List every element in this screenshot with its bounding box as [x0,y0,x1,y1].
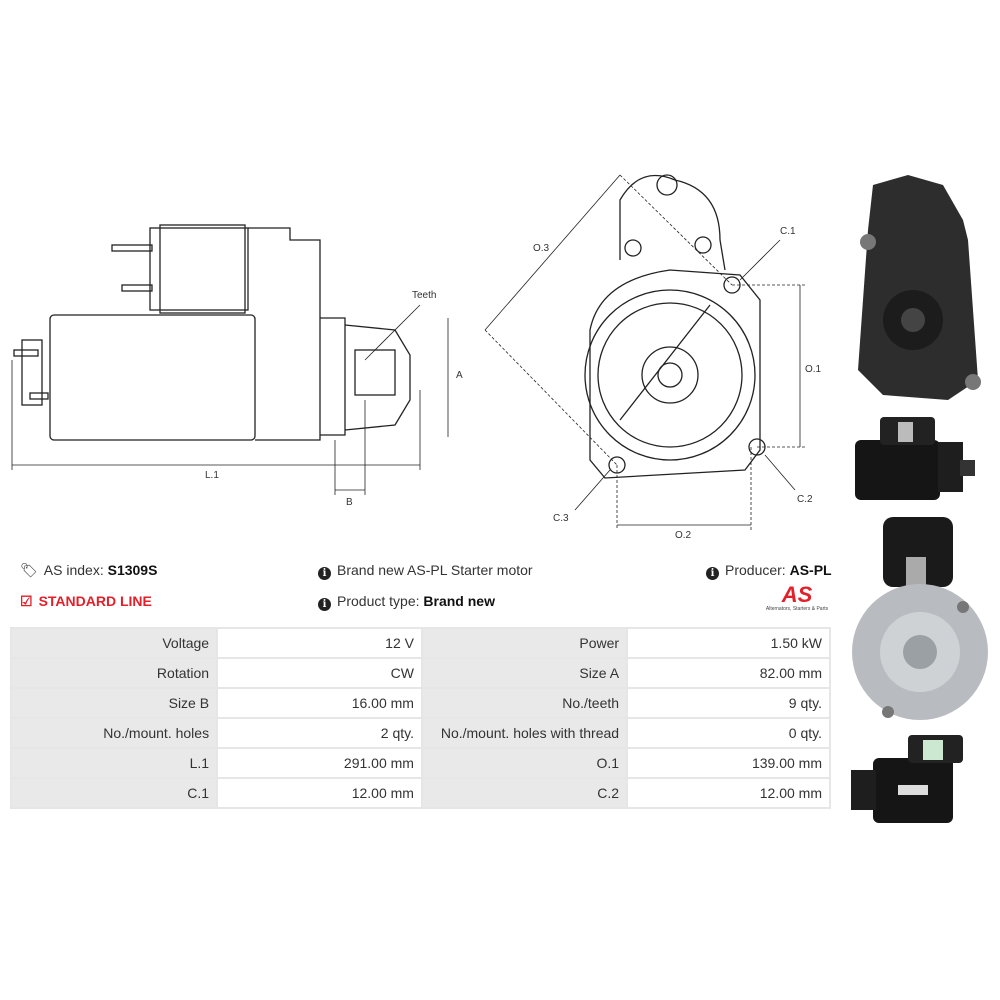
spec-label: No./mount. holes [9,717,219,749]
spec-value: 9 qty. [626,687,831,719]
as-index-value: S1309S [107,562,158,578]
info-icon: i [706,567,719,580]
spec-label: Rotation [9,657,219,689]
side-view-drawing [11,224,449,495]
product-photo-rear [852,517,988,720]
spec-label: No./teeth [420,687,629,719]
spec-value: 12.00 mm [216,777,423,809]
label-c1: C.1 [780,226,796,237]
spec-value: 12 V [216,627,423,659]
spec-value: 82.00 mm [626,657,831,689]
checkbox-icon: ☑ [20,593,33,609]
spec-value: 12.00 mm [626,777,831,809]
spec-label: O.1 [420,747,629,779]
front-view-drawing [484,174,805,530]
as-index: 🏷︎AS index: S1309S [20,562,158,578]
spec-value: 291.00 mm [216,747,423,779]
label-o2: O.2 [675,530,692,541]
info-icon: i [318,598,331,611]
product-photo-side [855,417,975,500]
spec-value: CW [216,657,423,689]
spec-value: 2 qty. [216,717,423,749]
label-o3: O.3 [533,243,550,254]
spec-label: L.1 [9,747,219,779]
label-b: B [346,497,353,508]
spec-label: Power [420,627,629,659]
spec-value: 139.00 mm [626,747,831,779]
info-icon: i [318,567,331,580]
spec-label: C.2 [420,777,629,809]
standard-line-badge: ☑STANDARD LINE [20,593,152,609]
label-c3: C.3 [553,513,569,524]
product-photo-side-label [851,735,963,823]
spec-value: 16.00 mm [216,687,423,719]
as-logo: AS Alternators, Starters & Parts [765,582,829,613]
spec-label: No./mount. holes with thread [420,717,629,749]
spec-label: C.1 [9,777,219,809]
label-l1: L.1 [205,470,219,481]
label-c2: C.2 [797,494,813,505]
tag-icon: 🏷︎ [20,562,38,578]
spec-label: Size B [9,687,219,719]
spec-label: Voltage [9,627,219,659]
spec-value: 1.50 kW [626,627,831,659]
spec-value: 0 qty. [626,717,831,749]
product-photo-front [858,175,981,400]
label-teeth: Teeth [412,290,437,301]
spec-label: Size A [420,657,629,689]
label-o1: O.1 [805,364,822,375]
label-a: A [456,370,463,381]
